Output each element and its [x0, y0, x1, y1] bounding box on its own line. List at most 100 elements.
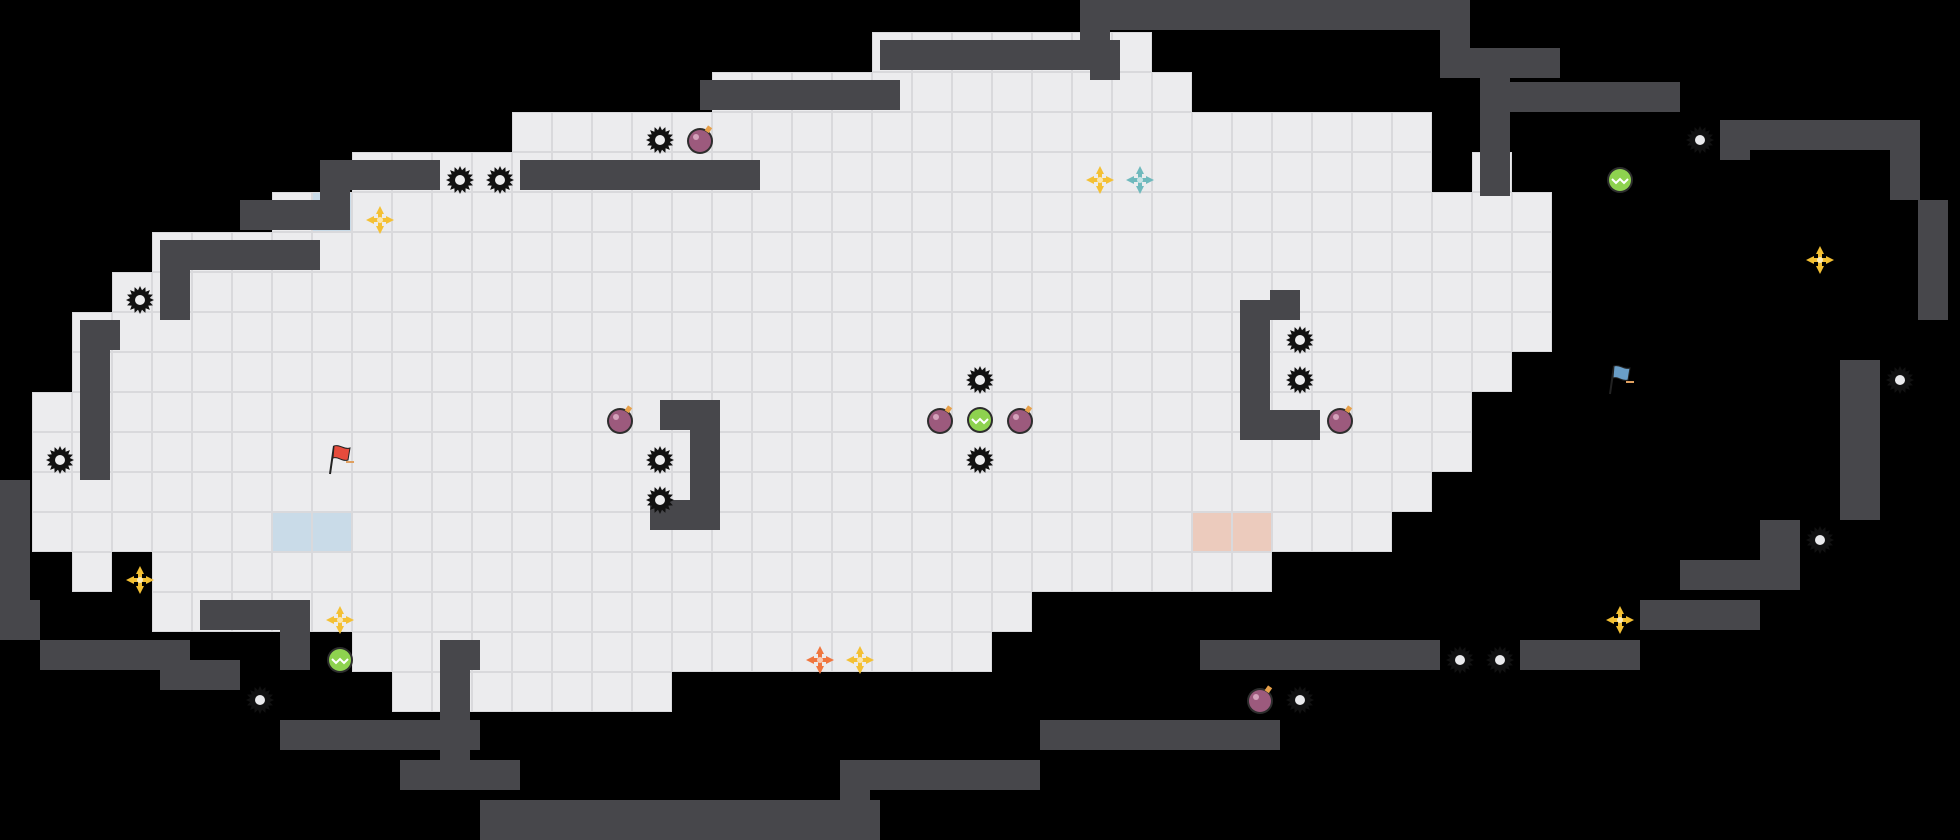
floor-tile: [552, 672, 592, 712]
floor-tile: [552, 392, 592, 432]
floor-tile: [1112, 112, 1152, 152]
floor-tile: [512, 632, 552, 672]
floor-tile: [992, 352, 1032, 392]
floor-tile: [632, 632, 672, 672]
floor-tile: [512, 592, 552, 632]
powerup-icon: [1800, 240, 1840, 280]
floor-tile: [552, 432, 592, 472]
wall-segment: [1520, 640, 1640, 670]
floor-tile: [1112, 432, 1152, 472]
floor-tile: [1272, 512, 1312, 552]
floor-tile: [632, 552, 672, 592]
powerup-icon: [800, 640, 840, 680]
floor-tile: [872, 552, 912, 592]
floor-tile: [1392, 352, 1432, 392]
floor-tile: [592, 112, 632, 152]
floor-tile: [832, 432, 872, 472]
floor-tile: [1272, 152, 1312, 192]
floor-tile: [992, 192, 1032, 232]
floor-tile: [432, 272, 472, 312]
floor-tile: [112, 392, 152, 432]
wall-segment: [400, 760, 520, 790]
floor-tile: [1032, 152, 1072, 192]
floor-tile: [992, 272, 1032, 312]
floor-tile: [1352, 112, 1392, 152]
floor-tile: [952, 112, 992, 152]
floor-tile: [1312, 192, 1352, 232]
floor-tile: [232, 552, 272, 592]
floor-tile: [1432, 352, 1472, 392]
floor-tile: [752, 552, 792, 592]
floor-tile: [632, 352, 672, 392]
floor-tile: [912, 312, 952, 352]
floor-tile: [1112, 552, 1152, 592]
floor-tile: [592, 472, 632, 512]
floor-tile: [32, 392, 72, 432]
powerup-icon: [320, 600, 360, 640]
floor-tile: [912, 552, 952, 592]
floor-tile: [152, 352, 192, 392]
floor-tile: [992, 312, 1032, 352]
floor-tile: [672, 352, 712, 392]
floor-tile: [272, 352, 312, 392]
floor-tile: [1192, 152, 1232, 192]
floor-tile: [1152, 312, 1192, 352]
floor-tile: [1352, 512, 1392, 552]
floor-tile: [272, 472, 312, 512]
floor-tile: [472, 192, 512, 232]
floor-tile: [992, 552, 1032, 592]
floor-tile: [992, 112, 1032, 152]
floor-tile: [392, 432, 432, 472]
floor-tile: [1072, 472, 1112, 512]
floor-tile: [912, 632, 952, 672]
wall-segment: [1918, 200, 1948, 320]
floor-tile: [792, 232, 832, 272]
floor-tile: [152, 432, 192, 472]
floor-tile: [1432, 192, 1472, 232]
floor-tile: [152, 592, 192, 632]
floor-tile: [1232, 232, 1272, 272]
floor-tile: [1512, 272, 1552, 312]
floor-tile: [1112, 352, 1152, 392]
floor-tile: [1392, 432, 1432, 472]
floor-tile: [472, 552, 512, 592]
floor-tile: [1192, 352, 1232, 392]
floor-tile: [552, 312, 592, 352]
wall-segment: [1840, 360, 1880, 520]
floor-tile: [872, 312, 912, 352]
floor-tile: [512, 312, 552, 352]
wall-segment: [840, 760, 1040, 790]
wall-segment: [520, 160, 760, 190]
floor-tile: [672, 552, 712, 592]
floor-tile: [512, 392, 552, 432]
floor-tile: [1072, 552, 1112, 592]
floor-tile: [912, 72, 952, 112]
floor-tile: [432, 232, 472, 272]
floor-tile: [872, 432, 912, 472]
floor-tile: [432, 192, 472, 232]
floor-tile: [1472, 232, 1512, 272]
floor-tile: [912, 192, 952, 232]
floor-tile: [792, 192, 832, 232]
floor-tile: [712, 312, 752, 352]
floor-tile: [352, 392, 392, 432]
floor-tile: [32, 472, 72, 512]
floor-tile: [952, 192, 992, 232]
floor-tile: [112, 352, 152, 392]
floor-tile: [272, 272, 312, 312]
floor-tile: [192, 312, 232, 352]
floor-tile: [872, 352, 912, 392]
floor-tile: [392, 312, 432, 352]
floor-tile: [1232, 192, 1272, 232]
floor-tile: [1152, 432, 1192, 472]
floor-tile: [872, 632, 912, 672]
floor-tile: [352, 232, 392, 272]
floor-tile: [832, 312, 872, 352]
floor-tile: [472, 512, 512, 552]
floor-tile: [632, 192, 672, 232]
floor-tile: [72, 512, 112, 552]
floor-tile: [1352, 392, 1392, 432]
floor-tile: [1032, 472, 1072, 512]
floor-tile: [832, 632, 872, 672]
floor-tile: [232, 352, 272, 392]
